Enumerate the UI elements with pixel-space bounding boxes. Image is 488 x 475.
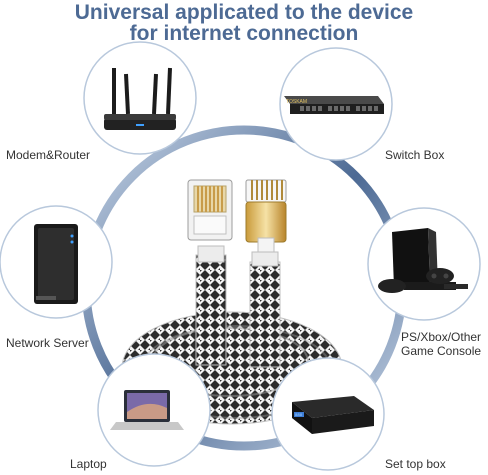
label-game-console-line-1: PS/Xbox/Other (401, 330, 482, 344)
label-switch-box: Switch Box (385, 148, 445, 162)
svg-text:888: 888 (295, 414, 303, 418)
nas-server-icon (34, 224, 78, 304)
label-game-console-line-2: Game Console (401, 344, 482, 358)
laptop-icon (110, 390, 184, 430)
device-circle-set-top-box: 888 (271, 357, 385, 471)
label-network-server: Network Server (6, 336, 89, 350)
device-circle-laptop (97, 353, 211, 467)
set-top-box-icon: 888 (292, 396, 374, 434)
router-icon (104, 67, 176, 130)
label-laptop: Laptop (70, 457, 107, 471)
label-set-top-box: Set top box (385, 457, 446, 471)
title-line-2: for internet connection (129, 22, 359, 45)
device-circle-game-console (367, 207, 481, 321)
rj45-connector-shielded (245, 179, 287, 253)
title-line-1: Universal applicated to the device (74, 1, 414, 24)
label-game-console: PS/Xbox/Other Game Console (401, 330, 481, 358)
game-console-icon (378, 228, 468, 293)
device-circle-router (83, 41, 197, 155)
device-circle-nas-server (0, 205, 113, 319)
page-title: Universal applicated to the device for i… (0, 2, 488, 44)
switch-brand-text: TOSKAM (286, 99, 307, 105)
rj45-connector-clear (187, 179, 233, 241)
label-modem-router: Modem&Router (6, 148, 91, 162)
device-circle-switch: TOSKAM (279, 47, 393, 161)
switch-icon: TOSKAM (284, 96, 384, 114)
